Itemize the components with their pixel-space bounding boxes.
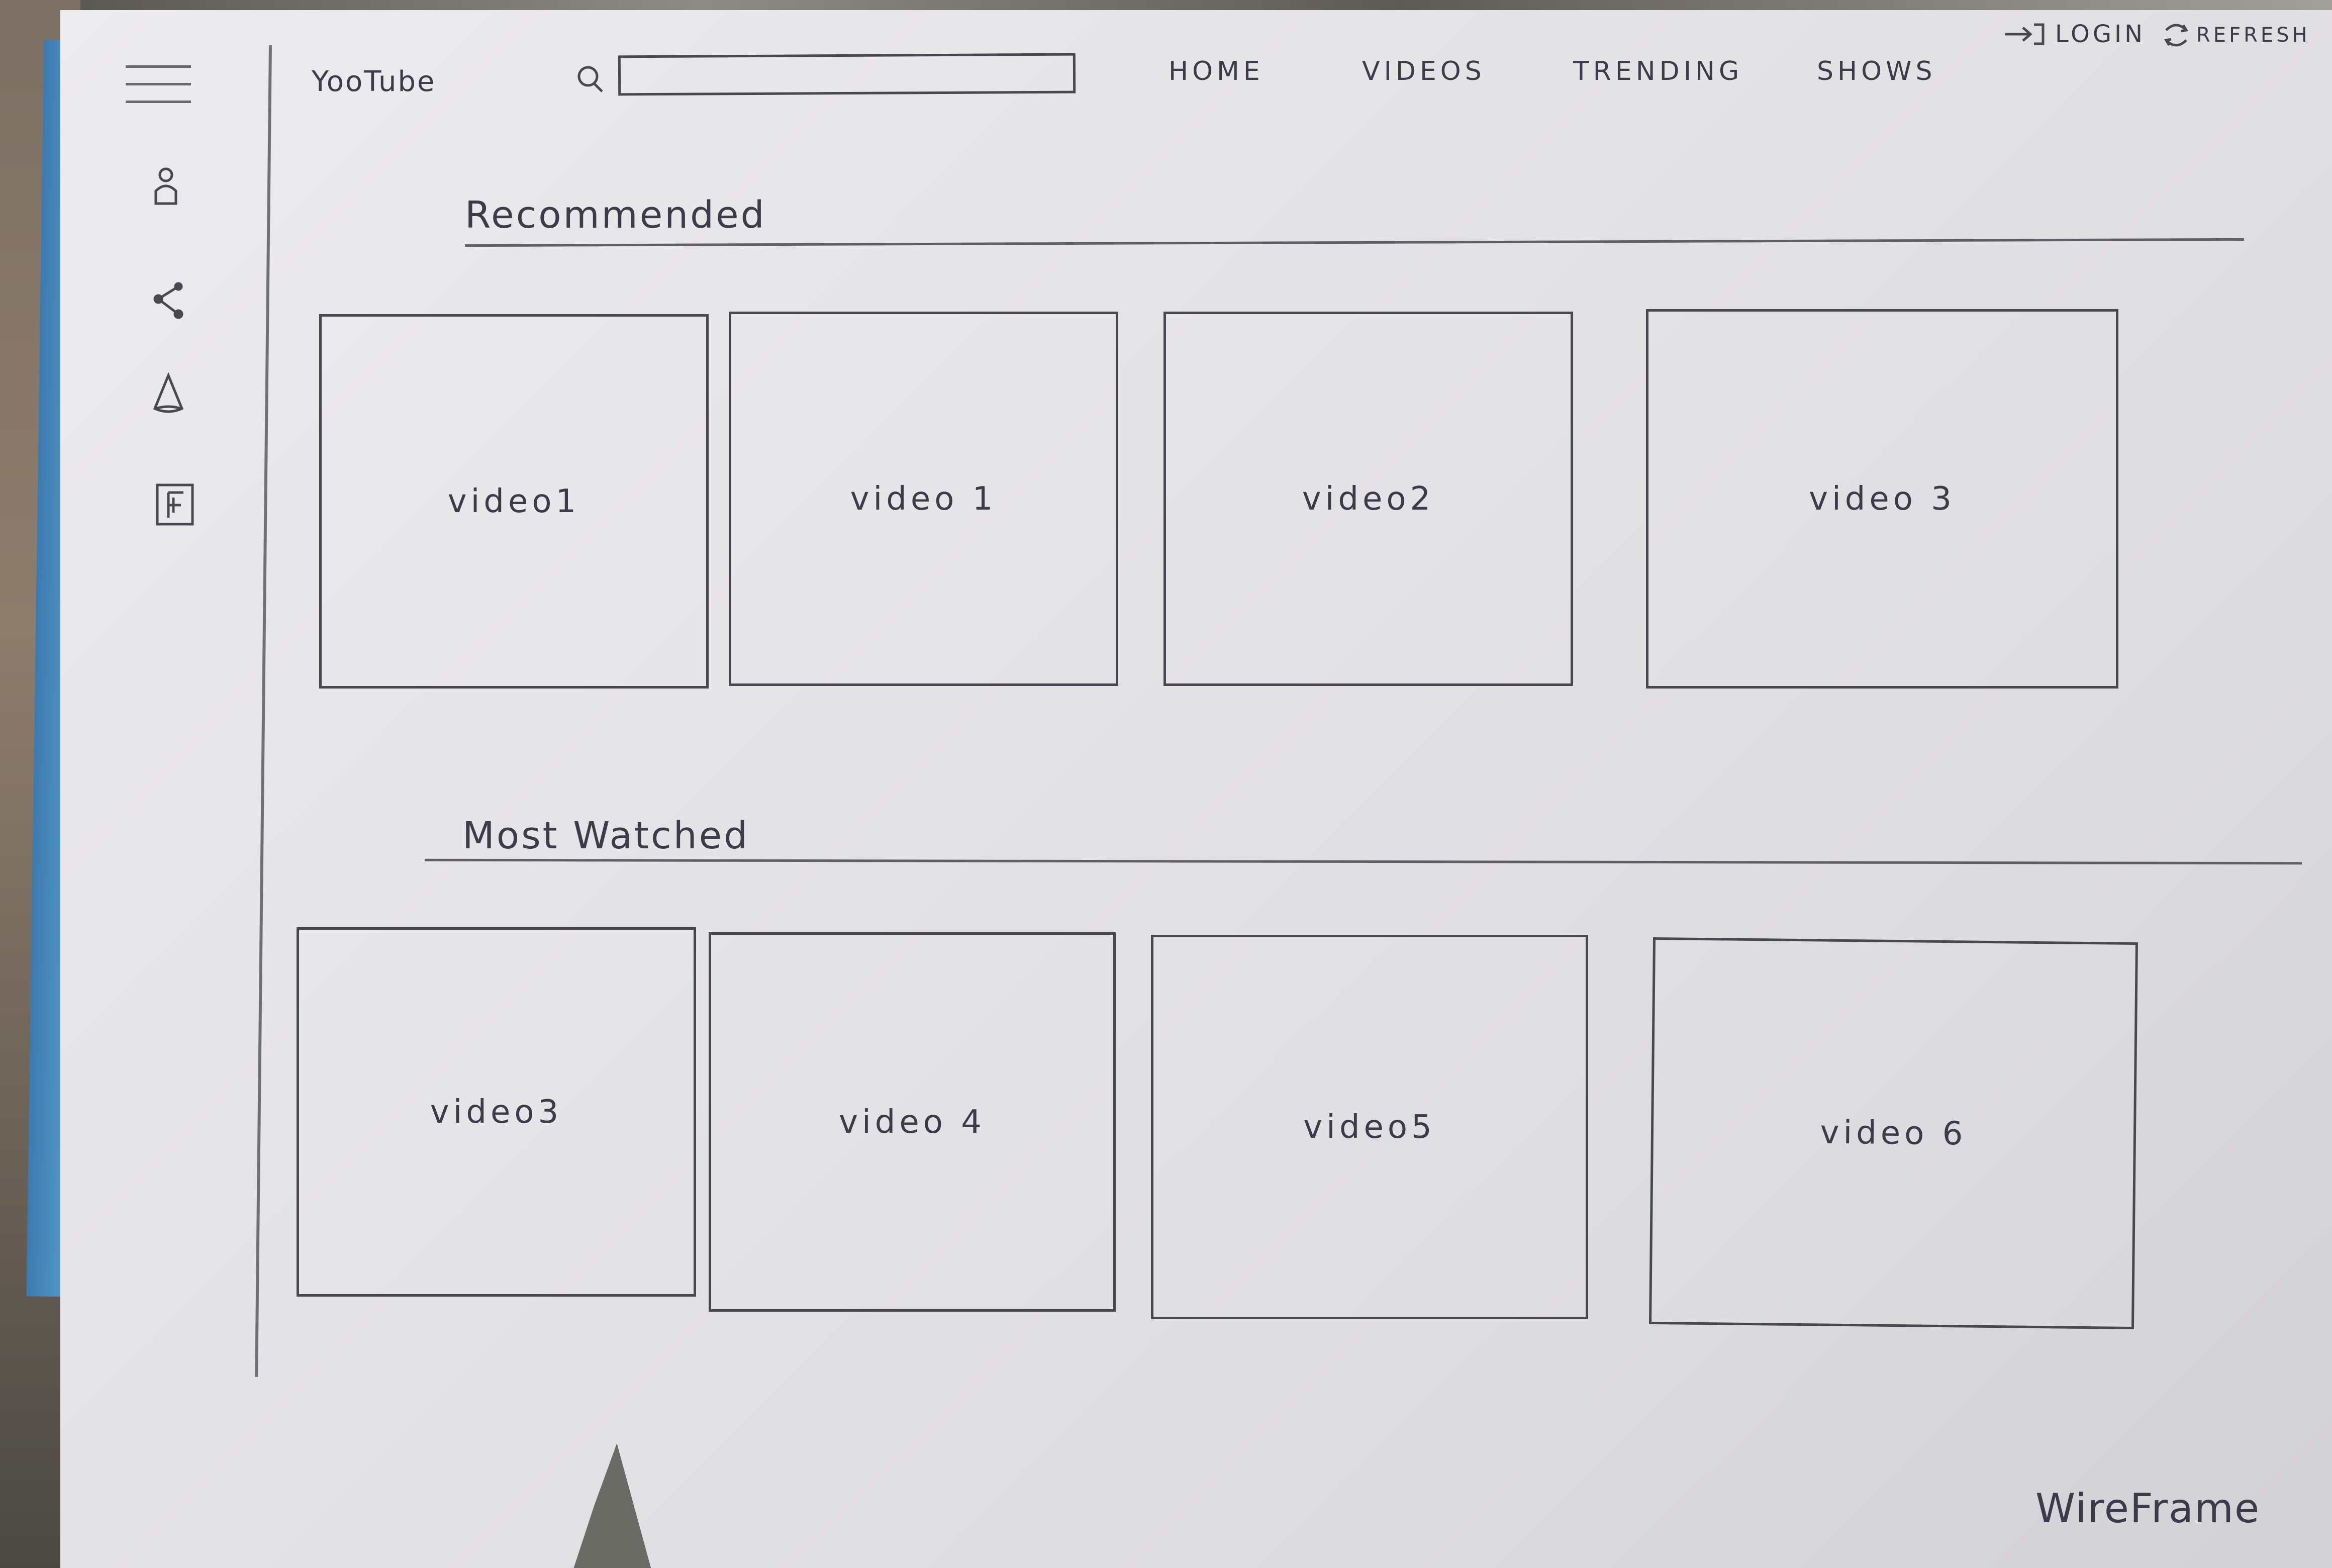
share-icon[interactable] <box>146 274 191 324</box>
bell-icon[interactable] <box>146 369 191 420</box>
book-icon[interactable] <box>153 480 199 530</box>
video-card[interactable]: video 4 <box>709 932 1116 1312</box>
video-title: video 3 <box>1809 480 1956 518</box>
refresh-icon <box>2164 24 2188 47</box>
refresh-label: REFRESH <box>2196 24 2310 47</box>
user-icon[interactable] <box>143 161 188 211</box>
video-card[interactable]: video2 <box>1163 312 1573 686</box>
paper-sheet <box>60 10 2332 1568</box>
section-title-recommended: Recommended <box>465 193 766 237</box>
refresh-button[interactable]: REFRESH <box>2161 20 2310 50</box>
video-title: video5 <box>1303 1108 1436 1146</box>
nav-videos[interactable]: VIDEOS <box>1362 56 1486 86</box>
login-button[interactable]: LOGIN <box>2003 20 2146 48</box>
login-icon <box>2005 23 2045 45</box>
search-input[interactable] <box>618 53 1076 96</box>
video-title: video 1 <box>850 480 997 518</box>
video-title: video2 <box>1302 480 1435 518</box>
video-title: video3 <box>430 1093 563 1131</box>
menu-icon[interactable] <box>126 65 191 108</box>
video-card[interactable]: video5 <box>1151 935 1588 1319</box>
nav-shows[interactable]: SHOWS <box>1817 56 1936 86</box>
search-icon[interactable] <box>573 60 608 101</box>
video-title: video 4 <box>839 1103 986 1141</box>
nav-trending[interactable]: TRENDING <box>1573 56 1743 86</box>
video-card[interactable]: video 3 <box>1646 309 2118 689</box>
video-card[interactable]: video 1 <box>729 312 1118 686</box>
video-card[interactable]: video1 <box>319 314 709 689</box>
app-logo[interactable]: YooTube <box>312 65 436 98</box>
nav-home[interactable]: HOME <box>1169 56 1264 86</box>
login-label: LOGIN <box>2055 20 2146 48</box>
video-card[interactable]: video 6 <box>1648 937 2139 1330</box>
wireframe-label: WireFrame <box>2035 1485 2261 1532</box>
video-title: video1 <box>447 482 580 520</box>
section-title-most-watched: Most Watched <box>462 814 750 857</box>
video-title: video 6 <box>1820 1114 1967 1153</box>
video-card[interactable]: video3 <box>297 927 696 1297</box>
